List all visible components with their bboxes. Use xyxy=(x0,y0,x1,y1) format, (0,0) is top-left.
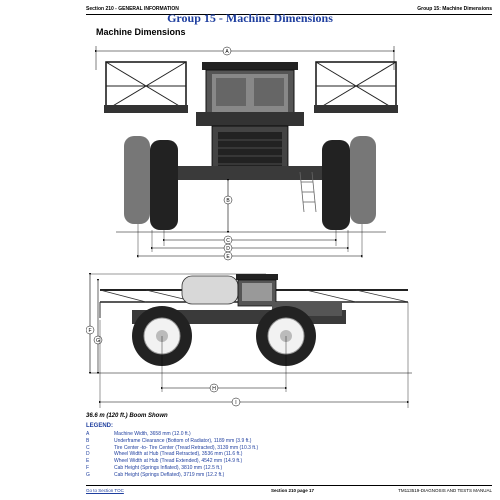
section-title: Machine Dimensions xyxy=(96,27,186,37)
legend-item: A Machine Width, 3658 mm (12.0 ft.) xyxy=(86,431,258,438)
legend-key: F xyxy=(86,464,90,471)
legend-item: E Wheel Width at Hub (Tread Extended), 45… xyxy=(86,458,258,465)
legend-key: B xyxy=(86,437,90,444)
dim-label-e: E xyxy=(226,254,230,260)
front-tire-left-outer xyxy=(124,136,150,224)
dim-label-a: A xyxy=(225,49,229,55)
side-view: F G xyxy=(86,272,412,408)
legend-key: C xyxy=(86,444,90,451)
front-tire-right xyxy=(322,140,350,230)
front-boom-right xyxy=(314,61,398,113)
legend-key: D xyxy=(86,451,90,458)
side-cab xyxy=(236,274,278,307)
dim-label-i: I xyxy=(235,400,236,406)
front-tire-left xyxy=(150,140,178,230)
dim-label-b: B xyxy=(226,198,230,204)
dim-label-g: G xyxy=(96,338,100,344)
legend: A Machine Width, 3658 mm (12.0 ft.) B Unde… xyxy=(86,431,258,479)
dim-label-d: D xyxy=(226,246,230,252)
dim-label-f: F xyxy=(88,328,91,334)
legend-title: LEGEND: xyxy=(86,423,113,429)
page-header: Section 210 - GENERAL INFORMATION Group … xyxy=(86,5,492,15)
legend-text: Machine Width, 3658 mm (12.0 ft.) xyxy=(114,431,191,437)
front-cab xyxy=(196,62,304,126)
legend-key: G xyxy=(86,471,90,478)
legend-text: Underframe Clearance (Bottom of Radiator… xyxy=(114,437,252,444)
legend-item: B Underframe Clearance (Bottom of Radiato… xyxy=(86,438,258,445)
legend-text: Wheel Width at Hub (Tread Retracted), 35… xyxy=(114,451,243,458)
legend-key: E xyxy=(86,458,90,465)
machine-dimensions-figure: A xyxy=(86,46,412,408)
header-section: Section 210 - GENERAL INFORMATION xyxy=(86,6,179,12)
legend-item: G Cab Height (Springs Deflated), 3719 mm … xyxy=(86,472,258,479)
manual-name: TM113519-DIAGNOSIS AND TESTS MANUAL xyxy=(398,488,492,493)
legend-item: F Cab Height (Springs Inflated), 3810 mm … xyxy=(86,465,258,472)
legend-item: C Tire Center -to- Tire Center (Tread Ret… xyxy=(86,445,258,452)
front-boom-left xyxy=(104,61,188,113)
ladder xyxy=(299,171,317,213)
section-toc-link[interactable]: Go to Section TOC xyxy=(86,488,124,493)
legend-text: Tire Center -to- Tire Center (Tread Retr… xyxy=(114,444,259,451)
group-title: Group 15 - Machine Dimensions xyxy=(167,11,333,25)
front-tire-right-outer xyxy=(350,136,376,224)
legend-text: Cab Height (Springs Deflated), 3719 mm (… xyxy=(114,471,225,478)
front-view: A xyxy=(94,46,398,261)
legend-text: Wheel Width at Hub (Tread Extended), 454… xyxy=(114,458,243,465)
dim-label-c: C xyxy=(226,238,230,244)
page-footer: Go to Section TOC Section 210 page 17 TM… xyxy=(86,485,492,496)
page-number: Section 210 page 17 xyxy=(271,488,315,493)
legend-text: Cab Height (Springs Inflated), 3810 mm (… xyxy=(114,464,223,471)
figure-caption: 36.6 m (120 ft.) Boom Shown xyxy=(86,413,168,419)
dim-label-h: H xyxy=(212,386,216,392)
header-group: Group 15: Machine Dimensions xyxy=(417,6,492,12)
legend-key: A xyxy=(86,431,90,437)
side-tank xyxy=(181,275,239,305)
legend-item: D Wheel Width at Hub (Tread Retracted), 3… xyxy=(86,451,258,458)
